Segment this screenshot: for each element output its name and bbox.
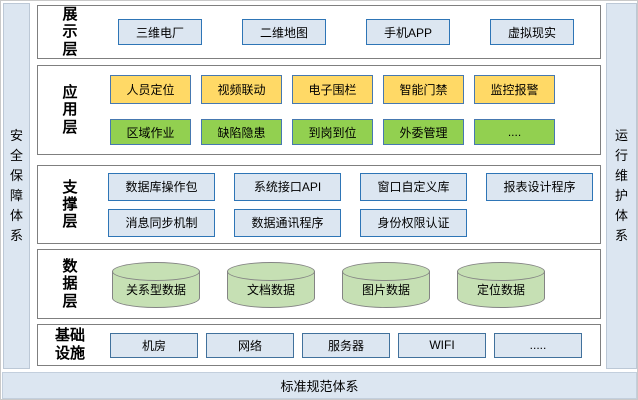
infrastructure-item: WIFI	[398, 332, 486, 358]
presentation-item: 虚拟现实	[490, 19, 574, 45]
support-item: 报表设计程序	[486, 172, 593, 201]
left-frame-label: 安全保障体系	[9, 127, 23, 244]
presentation-item: 手机APP	[366, 19, 450, 45]
application-row-1: 人员定位 视频联动 电子围栏 智能门禁 监控报警	[102, 75, 600, 104]
application-item: 到岗到位	[292, 119, 373, 145]
support-item: 窗口自定义库	[360, 172, 467, 201]
application-item: 人员定位	[110, 75, 191, 104]
infrastructure-item: 服务器	[302, 332, 390, 358]
presentation-row: 三维电厂 二维地图 手机APP 虚拟现实	[102, 19, 600, 45]
layer-support-label: 支撑层	[62, 178, 78, 231]
application-item: 智能门禁	[383, 75, 464, 104]
application-item: ....	[474, 119, 555, 145]
layer-infrastructure: 基础设施 机房 网络 服务器 WIFI .....	[37, 324, 601, 366]
layer-infrastructure-label: 基础设施	[54, 327, 85, 362]
layer-presentation-content: 三维电厂 二维地图 手机APP 虚拟现实	[102, 6, 600, 58]
layer-data-label: 数据层	[62, 258, 78, 310]
database-cylinder: 文档数据	[227, 262, 315, 308]
infrastructure-item: 网络	[206, 332, 294, 358]
support-row-1: 数据库操作包 系统接口API 窗口自定义库 报表设计程序	[102, 172, 600, 201]
data-row: 关系型数据 文档数据 图片数据 定位数据	[102, 260, 600, 308]
support-item: 系统接口API	[234, 172, 341, 201]
layer-application-label: 应用层	[62, 84, 78, 136]
bottom-frame-standards: 标准规范体系	[2, 372, 637, 399]
presentation-item: 二维地图	[242, 19, 326, 45]
application-item: 缺陷隐患	[201, 119, 282, 145]
layer-presentation: 展示层 三维电厂 二维地图 手机APP 虚拟现实	[37, 5, 601, 59]
bottom-frame-label: 标准规范体系	[280, 379, 359, 394]
database-cylinder-label: 关系型数据	[125, 282, 186, 297]
layer-support-content: 数据库操作包 系统接口API 窗口自定义库 报表设计程序 消息同步机制 数据通讯…	[102, 166, 600, 243]
application-item: 外委管理	[383, 119, 464, 145]
database-cylinder: 定位数据	[457, 262, 545, 308]
database-cylinder-label: 定位数据	[476, 282, 525, 297]
infrastructure-item: 机房	[110, 332, 198, 358]
infrastructure-item: .....	[494, 332, 582, 358]
application-item: 监控报警	[474, 75, 555, 104]
support-item: 消息同步机制	[108, 208, 215, 237]
left-frame-security-assurance: 安全保障体系	[3, 3, 30, 369]
database-cylinder: 关系型数据	[112, 262, 200, 308]
database-cylinder: 图片数据	[342, 262, 430, 308]
support-item: 数据通讯程序	[234, 208, 341, 237]
database-cylinder-label: 图片数据	[361, 282, 410, 297]
application-row-2: 区域作业 缺陷隐患 到岗到位 外委管理 ....	[102, 119, 600, 145]
infrastructure-row: 机房 网络 服务器 WIFI .....	[102, 332, 600, 358]
right-frame-operation-maintenance: 运行维护体系	[606, 3, 637, 369]
layer-application-content: 人员定位 视频联动 电子围栏 智能门禁 监控报警 区域作业 缺陷隐患 到岗到位 …	[102, 66, 600, 154]
right-frame-label: 运行维护体系	[614, 127, 628, 244]
layer-presentation-label: 展示层	[62, 6, 78, 58]
layer-data-content: 关系型数据 文档数据 图片数据 定位数据	[102, 250, 600, 318]
database-cylinder-label: 文档数据	[246, 282, 295, 297]
support-item: 数据库操作包	[108, 172, 215, 201]
layer-infrastructure-content: 机房 网络 服务器 WIFI .....	[102, 325, 600, 365]
application-item: 区域作业	[110, 119, 191, 145]
application-item: 视频联动	[201, 75, 282, 104]
layer-support: 支撑层 数据库操作包 系统接口API 窗口自定义库 报表设计程序 消息同步机制 …	[37, 165, 601, 244]
presentation-item: 三维电厂	[118, 19, 202, 45]
layer-data: 数据层 关系型数据 文档数据 图片数据 定位数据	[37, 249, 601, 319]
layer-application: 应用层 人员定位 视频联动 电子围栏 智能门禁 监控报警 区域作业 缺陷隐患 到…	[37, 65, 601, 155]
application-item: 电子围栏	[292, 75, 373, 104]
support-row-2: 消息同步机制 数据通讯程序 身份权限认证	[102, 208, 600, 237]
support-item: 身份权限认证	[360, 208, 467, 237]
